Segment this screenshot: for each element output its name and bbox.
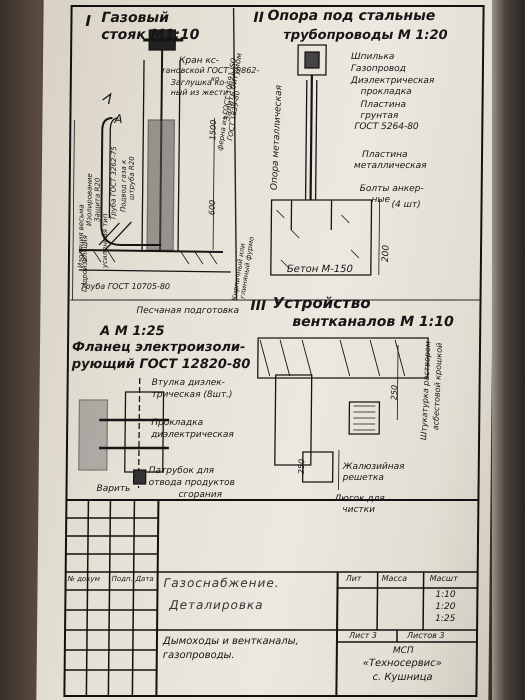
bolts-label-3: (4 шт) <box>391 200 421 210</box>
pipe-label-7: усиленная тип <box>100 213 110 268</box>
tb-header-sign: Подп. <box>111 575 133 583</box>
concrete-label: Бетон М-150 <box>286 264 353 275</box>
crane-label-3: Заглушка ко- <box>170 78 228 87</box>
tb-scale-3: 1:25 <box>435 614 456 624</box>
section3-title-line1: Устройство <box>272 294 371 312</box>
sectionA-title: А М 1:25 <box>100 324 165 339</box>
section2-title-line2: трубопроводы М 1:20 <box>283 28 448 43</box>
rubber-label-2: грунтая <box>360 111 399 121</box>
project-name: Газоснабжение. <box>163 576 280 590</box>
tb-header-doc: № докум <box>67 575 100 583</box>
pipe-label-1: Труба ГОСТ 3262-75 <box>109 146 119 220</box>
tb-scale-header: Масшт <box>429 574 458 583</box>
dim-200: 200 <box>380 244 392 263</box>
hatch-label-2: чистки <box>342 505 376 515</box>
pipe-label-3: штруба R20 <box>127 156 137 200</box>
hatch-label-1: Люгок для <box>334 494 385 504</box>
pipe-bottom-label: Труба ГОСТ 10705-80 <box>80 282 171 291</box>
section1-title-num: I <box>85 12 92 30</box>
metal-label-2: металлическая <box>353 161 427 171</box>
letter-a: А <box>114 112 123 126</box>
weld-label: Варить <box>96 484 131 494</box>
gasket-label-2: диэлектрическая <box>151 430 234 440</box>
section1-title-line1: Газовый <box>101 10 170 26</box>
sand-label: Песчаная подготовка <box>136 306 240 316</box>
section2-title-line1: Опора под стальные <box>267 8 436 24</box>
section1-title-line2: стояк М1:10 <box>101 27 200 43</box>
section-divider <box>232 7 238 301</box>
dielectric-label-2: прокладка <box>360 87 412 97</box>
flange-drawing <box>78 378 170 488</box>
drawing-lines <box>63 5 485 697</box>
metal-label-1: Пластина <box>361 150 408 160</box>
dielectric-label-1: Диэлектрическая <box>350 76 435 86</box>
grille-label-1: Жалюзийная <box>342 462 405 472</box>
dim-250-a: 250 <box>389 384 400 401</box>
drawing-frame <box>63 5 485 697</box>
rubber-label-1: Пластина <box>360 100 407 110</box>
tb-sheet: Лист 3 <box>348 631 377 640</box>
dim-250-b: 250 <box>296 458 307 475</box>
org-line-2: «Техносервис» <box>362 658 442 669</box>
rubber-label-3: ГОСТ 5264-80 <box>354 122 419 132</box>
tb-scale-2: 1:20 <box>435 602 456 612</box>
shim-label: Шпилька <box>351 52 395 62</box>
exhaust-label-2: отвода продуктов <box>148 478 235 488</box>
sheet-name: Деталировка <box>169 598 264 612</box>
crane-label-2: тановской ГОСТ 19862- <box>160 66 260 75</box>
org-line-1: МСП <box>392 646 414 656</box>
crane-label-4: ный из жести <box>170 88 229 97</box>
bolts-label-2: ные <box>371 195 391 205</box>
exhaust-label-3: сгорания <box>178 490 223 500</box>
section3-title-num: III <box>250 298 267 314</box>
vent-drawing <box>257 337 429 490</box>
exhaust-label-1: Патрубок для <box>148 466 215 476</box>
section3-title-line2: вентканалов М 1:10 <box>292 314 454 330</box>
flange-label-1: Фланец электроизоли- <box>71 340 246 355</box>
book-edge <box>492 0 525 700</box>
bush-label-1: Втулка диэлек- <box>151 378 226 388</box>
grille-label-2: решетка <box>342 473 384 483</box>
dim-600: 600 <box>207 199 218 216</box>
bush-label-2: трическая (8шт.) <box>151 390 233 400</box>
support-drawing <box>270 44 380 276</box>
section2-title-num: II <box>253 10 264 26</box>
tb-header-date: Дата <box>135 575 154 583</box>
flange-label-2: рующий ГОСТ 12820-80 <box>71 357 251 372</box>
bolts-label-1: Болты анкер- <box>359 184 424 194</box>
tb-lit: Лит <box>345 574 362 583</box>
title-block-lines <box>64 499 479 696</box>
tb-sheets: Листов 3 <box>406 631 445 640</box>
gas-label: Газопровод <box>350 64 406 74</box>
dim-1500: 1500 <box>208 119 219 141</box>
gasket-label-1: Прокладка <box>151 418 204 428</box>
org-line-3: с. Кушница <box>372 672 433 683</box>
tb-mass: Масса <box>381 574 408 583</box>
standpipe-drawing <box>72 29 231 300</box>
drawing-sheet: I Газовый стояк М1:10 Кран кс- тановской… <box>36 0 496 700</box>
tb-scale-1: 1:10 <box>435 590 456 600</box>
content-line-2: газопроводы. <box>162 650 235 661</box>
crane-label-1: Кран кс- <box>178 56 220 66</box>
content-line-1: Дымоходы и вентканалы, <box>162 636 299 647</box>
pipe-label-2: Подвод газа к <box>119 159 128 212</box>
